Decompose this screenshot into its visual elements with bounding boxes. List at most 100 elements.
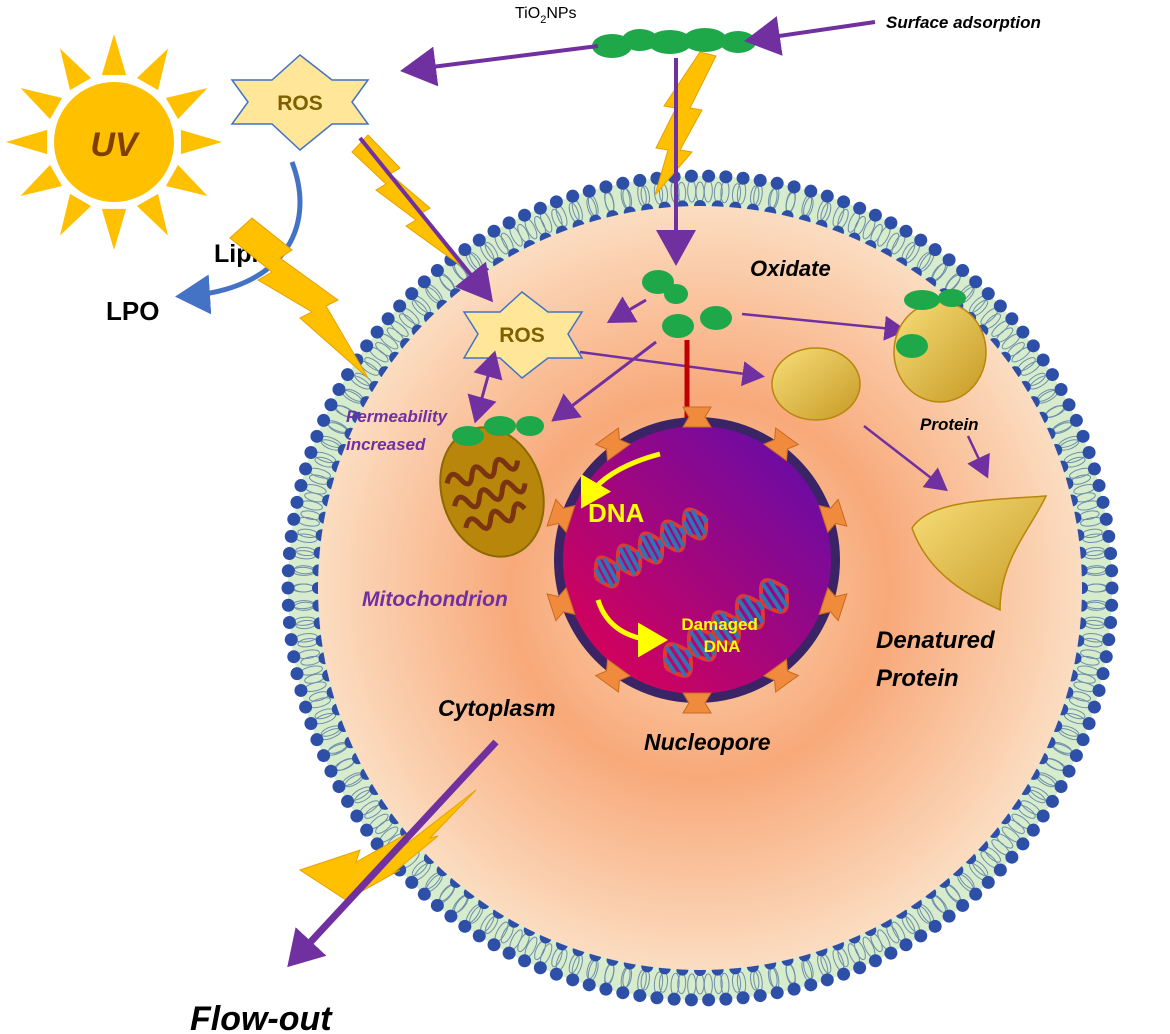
lipid-head xyxy=(281,581,295,595)
surface-adsorption-arrow xyxy=(744,16,876,56)
permeability-label: Permeability increased xyxy=(346,407,452,454)
lipid-head xyxy=(1087,462,1101,476)
denatured-protein-label: Denatured Protein xyxy=(876,627,1001,692)
dna-rung xyxy=(678,526,686,536)
lipid-head xyxy=(1105,564,1119,578)
lipid-head xyxy=(1082,716,1096,730)
denatured-line1: Denatured xyxy=(876,627,996,654)
dna-rung xyxy=(638,544,650,560)
nucleopore-icon xyxy=(682,692,712,714)
lipid-head xyxy=(1054,383,1068,397)
protein-to-denatured-arrow-1 xyxy=(863,425,948,492)
lipid-head xyxy=(899,224,913,238)
lipid-head xyxy=(1082,446,1096,460)
outer-ros-to-inner-ros-arrow xyxy=(358,136,494,303)
np-to-outer-ros-arrow xyxy=(400,44,599,87)
dna-rung xyxy=(690,508,708,536)
mitochondrion-particles xyxy=(452,416,544,446)
lipid-head xyxy=(633,173,647,187)
lipid-head xyxy=(299,700,313,714)
lipid-head xyxy=(317,749,331,763)
nucleus xyxy=(563,426,831,694)
dna-yellow-arrow-1 xyxy=(580,451,661,509)
protein-to-denatured-arrow-2 xyxy=(966,435,990,479)
uv-label: UV xyxy=(90,126,141,164)
lipid-head xyxy=(956,264,970,278)
lipid-head xyxy=(405,875,419,889)
lipid-head xyxy=(1092,479,1106,493)
lipid-head xyxy=(719,992,733,1006)
lipid-head xyxy=(310,733,324,747)
lipid-head xyxy=(487,224,501,238)
lipid-head xyxy=(1062,398,1076,412)
dna-rung xyxy=(624,544,642,572)
lipid-head xyxy=(381,312,395,326)
lipid-head xyxy=(502,216,516,230)
lipid-head xyxy=(633,989,647,1003)
lipid-head xyxy=(1045,368,1059,382)
np-to-protein-arrow xyxy=(741,312,907,341)
dna-rung xyxy=(640,534,659,564)
sun-ray xyxy=(165,164,208,196)
lipid-head xyxy=(304,446,318,460)
lipid-head xyxy=(942,909,956,923)
lipid-head xyxy=(1092,683,1106,697)
np-to-mitochondrion-arrow xyxy=(551,340,657,422)
nucleopore-icon xyxy=(818,586,848,622)
lipid-head xyxy=(350,809,364,823)
dna-label: DNA xyxy=(588,498,645,528)
sun-ray xyxy=(20,88,63,120)
protein-native xyxy=(771,347,861,421)
damaged-line2: DNA xyxy=(704,637,741,656)
lipid-head xyxy=(284,633,298,647)
lipid-head xyxy=(332,779,346,793)
lipid-head xyxy=(770,176,784,190)
dna-rung xyxy=(700,514,708,524)
lipid-head xyxy=(1104,547,1118,561)
lipid-head xyxy=(1076,429,1090,443)
damaged-line1: Damaged xyxy=(681,615,758,634)
nucleopores xyxy=(546,406,848,714)
lipid-head xyxy=(370,837,384,851)
lipid-head xyxy=(702,993,716,1007)
dna-rung xyxy=(646,532,664,560)
dna-rung xyxy=(688,629,712,661)
lightning-bolt-4 xyxy=(298,789,477,901)
ros-mitochondrion-double-arrow xyxy=(467,350,503,424)
sun-ray xyxy=(136,193,168,236)
lipid-head xyxy=(518,208,532,222)
lipid-head xyxy=(430,264,444,278)
lipid-head xyxy=(899,938,913,952)
lipid-head xyxy=(1026,823,1040,837)
lipid-head xyxy=(1069,413,1083,427)
lipid-head xyxy=(820,973,834,987)
tio2-surface-particles xyxy=(592,28,756,58)
dna-rung xyxy=(602,556,620,584)
dna-rung xyxy=(682,520,694,536)
lipid-head xyxy=(719,170,733,184)
flow-out-label: Flow-out xyxy=(190,1000,333,1034)
lipid-head xyxy=(281,598,295,612)
lipid-head xyxy=(868,954,882,968)
lightning-bolt-2 xyxy=(351,134,461,266)
lipid-head xyxy=(787,180,801,194)
dna-rung xyxy=(779,584,789,595)
lipid-head xyxy=(1069,749,1083,763)
lipid-head xyxy=(360,339,374,353)
sun-ray xyxy=(101,208,127,250)
mitochondrion-label: Mitochondrion xyxy=(362,588,508,611)
nucleopore-icon xyxy=(818,498,848,534)
lipid-head xyxy=(458,243,472,257)
lipid-head xyxy=(1076,733,1090,747)
lipid-head xyxy=(1096,667,1110,681)
damaged-dna-label: Damaged DNA xyxy=(681,615,762,656)
lightning-bolt-1 xyxy=(229,217,369,379)
dna-rung xyxy=(743,595,765,624)
lipid-head xyxy=(566,973,580,987)
dna-rung xyxy=(719,611,741,640)
lipid-head xyxy=(599,982,613,996)
nucleopore-icon xyxy=(546,498,576,534)
sun-ray xyxy=(60,48,92,91)
lipid-head xyxy=(753,989,767,1003)
